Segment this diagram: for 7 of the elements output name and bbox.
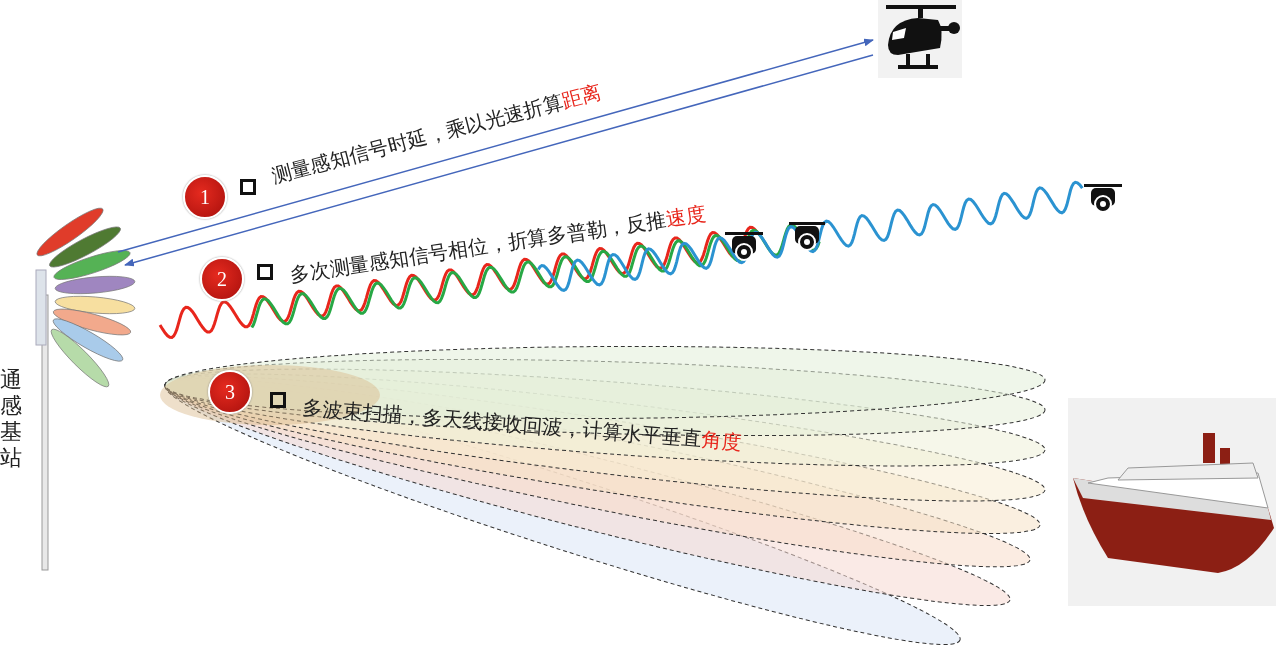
step-description: 多波束扫描，多天线接收回波，计算水平垂直角度 — [301, 395, 743, 456]
step-description: 多次测量感知信号相位，折算多普勒，反推速度 — [288, 201, 708, 288]
station-label: 通感基站 — [0, 367, 23, 471]
step-number-badge: 2 — [200, 257, 244, 301]
step-number-badge: 1 — [183, 175, 227, 219]
step-number-badge: 3 — [208, 370, 252, 414]
step-description: 测量感知信号时延，乘以光速折算距离 — [268, 79, 605, 189]
